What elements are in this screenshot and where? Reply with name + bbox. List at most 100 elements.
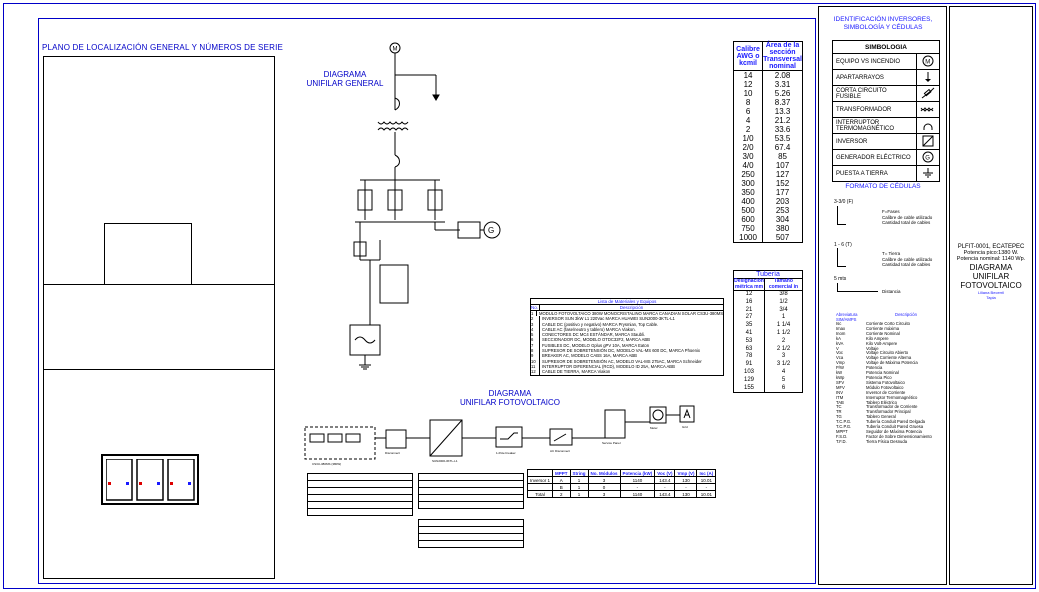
abbr-desc: Módulo Fotovoltaico [866, 384, 904, 390]
materials-item-desc: INTERRUPTOR DIFERENCIAL (RCD), MODELO ID… [542, 363, 675, 369]
mppt-cell: 10.01 [696, 490, 717, 498]
symbology-row: INTERRUPTOR TERMOMAGNÉTICO [832, 117, 940, 134]
mppt-cell: - [654, 483, 676, 491]
calibre-awg: 600 [734, 215, 764, 224]
calibre-awg: 1/0 [734, 134, 764, 143]
fv-label-breaker: 1-Pole breaker [496, 451, 516, 455]
fv-label-grid: Grid [682, 425, 688, 429]
panel-array [101, 454, 199, 505]
cedula-example-2-line-2: Calibre de cable utilizado [882, 256, 933, 262]
calibre-awg: 12 [734, 80, 764, 89]
abbr-code: Voc [836, 350, 843, 356]
tuberia-in: 2 [781, 337, 786, 344]
symbology-row: PUESTA A TIERRA [832, 165, 940, 182]
materials-item-no: 6 [531, 337, 540, 343]
sheet-border [3, 3, 1036, 589]
mppt-cell: 1140 [619, 490, 656, 498]
abbr-code: MPPT [836, 428, 848, 434]
calibre-area: 8.37 [774, 98, 791, 107]
general-diagram-title-line1: DIAGRAMA [323, 70, 367, 79]
general-diagram-title-line2: UNIFILAR GENERAL [306, 79, 384, 88]
abbr-row: MPPT Seguidor de Máxima Potencia [836, 428, 946, 435]
calibre-area: 152 [775, 179, 790, 188]
calibre-awg: 3/0 [734, 152, 764, 161]
symbology-row: INVERSOR [832, 133, 940, 150]
cedula-example-1: 3-3/0 (F) [834, 199, 854, 205]
abbr-desc: Potencia Pico [866, 374, 892, 380]
drawing-name-line1: DIAGRAMA UNIFILAR [969, 263, 1013, 281]
symbology-label: EQUIPO VS INCENDIO [832, 53, 917, 70]
abbr-desc: Voltaje Corriente Alterna [866, 355, 912, 361]
location-plan-box [43, 56, 275, 579]
calibre-awg: 6 [734, 107, 764, 116]
abbr-desc: Seguidor de Máxima Potencia [866, 428, 922, 434]
mppt-header: Voc (V) [654, 469, 676, 477]
materials-item-no: 2 [531, 316, 540, 322]
tuberia-mm: 16 [734, 298, 765, 307]
calibre-awg: 1000 [734, 233, 764, 242]
generator-icon: G [916, 149, 940, 166]
abbr-desc: Sistema Fotovoltaico [866, 379, 905, 385]
mppt-cell: 1 [569, 490, 589, 498]
calibre-awg: 750 [734, 224, 764, 233]
cedula-example-2-line-1: T= Tierra [882, 251, 901, 256]
arrester-icon [916, 69, 940, 86]
abbr-desc: Transformador de Corriente [866, 404, 918, 410]
abbr-desc: Voltaje [866, 345, 879, 351]
inverter-spec-box [418, 473, 524, 509]
mppt-header: Vmp (V) [674, 469, 698, 477]
abbr-desc: Tablero General [866, 414, 896, 420]
location-plan-title: PLANO DE LOCALIZACIÓN GENERAL Y NÚMEROS … [42, 43, 284, 52]
materials-item-desc: CABLE DE TIERRA, MARCA Viakon [542, 369, 611, 375]
materials-item-no: 11 [531, 363, 540, 370]
calibre-awg: 4 [734, 116, 764, 125]
abbr-desc: Kilo Ampere [866, 335, 889, 341]
abbr-code: V [836, 345, 839, 351]
tuberia-in: 3 [781, 353, 786, 360]
tuberia-mm: 41 [734, 329, 765, 338]
calibre-header-area: Área de la sección Transversal nominal [762, 42, 802, 71]
abbr-code: F.S.D. [836, 433, 848, 439]
symbology-label: INTERRUPTOR TERMOMAGNÉTICO [832, 117, 917, 134]
nominal-power: Potencia nominal: 1140 Wp. [956, 256, 1026, 262]
calibre-area: 127 [775, 170, 790, 179]
abbr-header-code: Abreviatura SIM/AMPS [836, 312, 858, 322]
cedula-example-2-line-3: Cantidad total de cables [882, 262, 931, 267]
materials-item-desc: MODULO FOTOVOLTAICO 380W MONOCRISTALINO … [539, 311, 723, 316]
calibre-area: 3.31 [774, 80, 791, 89]
calibre-area: 33.6 [774, 125, 791, 134]
materials-item-no: 1 [531, 311, 538, 317]
materials-item-desc: SECCIONADOR DC, MODELO OTDC32F2, MARCA A… [542, 337, 650, 343]
calibre-area: 253 [775, 206, 790, 215]
materials-item-desc: CONECTORES DC MC4 ESTÁNDAR, MARCA Staubl… [542, 332, 646, 338]
materials-item-no: 5 [531, 332, 540, 338]
mppt-header: String [569, 469, 589, 477]
symbology-row: CORTA CIRCUITO FUSIBLE [832, 85, 940, 102]
m-circle-icon: M [916, 53, 940, 70]
tuberia-mm: 91 [734, 361, 765, 369]
mppt-cell: - [619, 483, 656, 491]
symbology-label: PUESTA A TIERRA [832, 165, 917, 182]
abbr-desc: Potencia [866, 365, 883, 371]
panel-array-modules [105, 458, 196, 506]
